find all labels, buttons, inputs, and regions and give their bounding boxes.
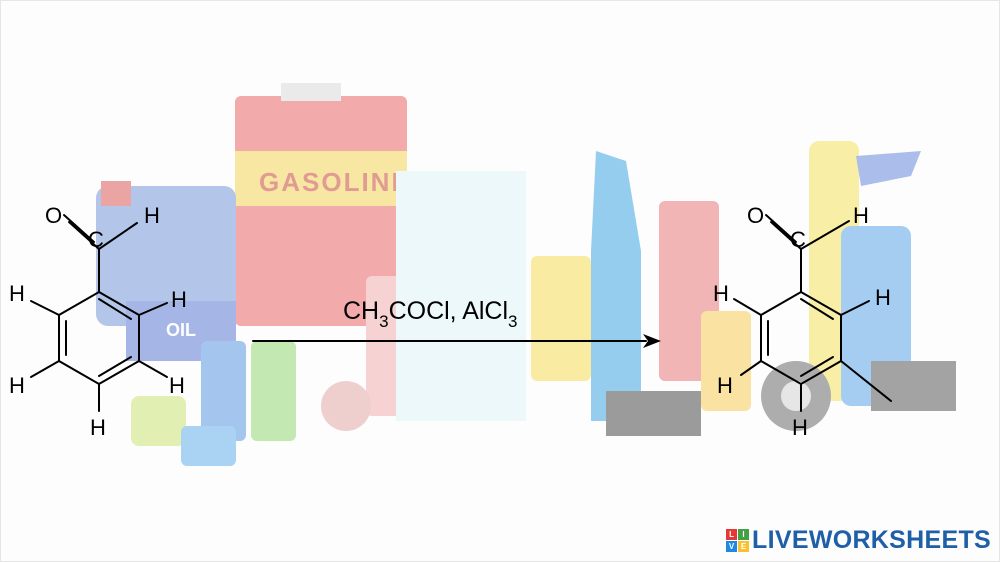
atom-h-bottom: H [792,415,808,440]
atom-h-upper-left: H [713,281,729,306]
atom-carbon: C [790,227,806,252]
bond-substituent-blank [840,360,892,402]
bond-h1 [30,300,60,316]
bond-c-h [800,220,850,250]
atom-carbon: C [88,227,104,252]
atom-h-lower-left: H [717,373,733,398]
logo-letter-i: I [738,529,750,540]
bond-h3 [740,360,762,376]
bond-h1 [733,298,762,316]
product-molecule: O C H H H H H [713,203,892,440]
oil-label: OIL [166,320,196,340]
atom-h-upper-right: H [875,285,891,310]
atom-h-bottom: H [90,415,106,440]
liveworksheets-brand[interactable]: L I V E LIVEWORKSHEETS [726,526,991,555]
atom-h-aldehyde: H [853,203,869,228]
bond-h4 [138,360,168,378]
oil-jug-image: OIL [96,181,236,361]
bond-c-o-2 [765,214,797,243]
reactant-benzaldehyde: O C H H H H H H [9,203,187,440]
atom-h-aldehyde: H [144,203,160,228]
reaction-arrow-group: CH3COCl, AlCl3 [252,297,661,348]
double-bond-upper [800,298,834,320]
gasoline-label: GASOLINE [259,167,411,197]
benzene-ring [760,290,842,386]
liveworksheets-logo-icon: L I V E [726,529,750,552]
logo-letter-v: V [726,541,738,552]
double-bond-upper [98,298,132,320]
bond-c-o-1 [68,221,100,250]
gasoline-can-image: GASOLINE [235,83,411,326]
arrow-head [643,334,661,348]
logo-letter-e: E [738,541,750,552]
benzene-ring [58,290,140,386]
bond-h3 [30,360,60,378]
reagent-label: CH3COCl, AlCl3 [343,297,518,331]
brand-name: LIVEWORKSHEETS [752,526,991,554]
bond-c-o-2 [63,214,95,243]
bond-h2 [840,300,870,316]
double-bond-lower [800,356,834,377]
bond-c-o-1 [770,221,802,250]
atom-h-upper-right: H [171,287,187,312]
atom-h-upper-left: H [9,281,25,306]
bond-h2 [138,302,168,316]
atom-oxygen: O [747,203,764,228]
atom-oxygen: O [45,203,62,228]
logo-letter-l: L [726,529,738,540]
double-bond-lower [98,356,132,377]
bond-c-h [98,222,138,250]
atom-h-lower-right: H [169,373,185,398]
atom-h-lower-left: H [9,373,25,398]
